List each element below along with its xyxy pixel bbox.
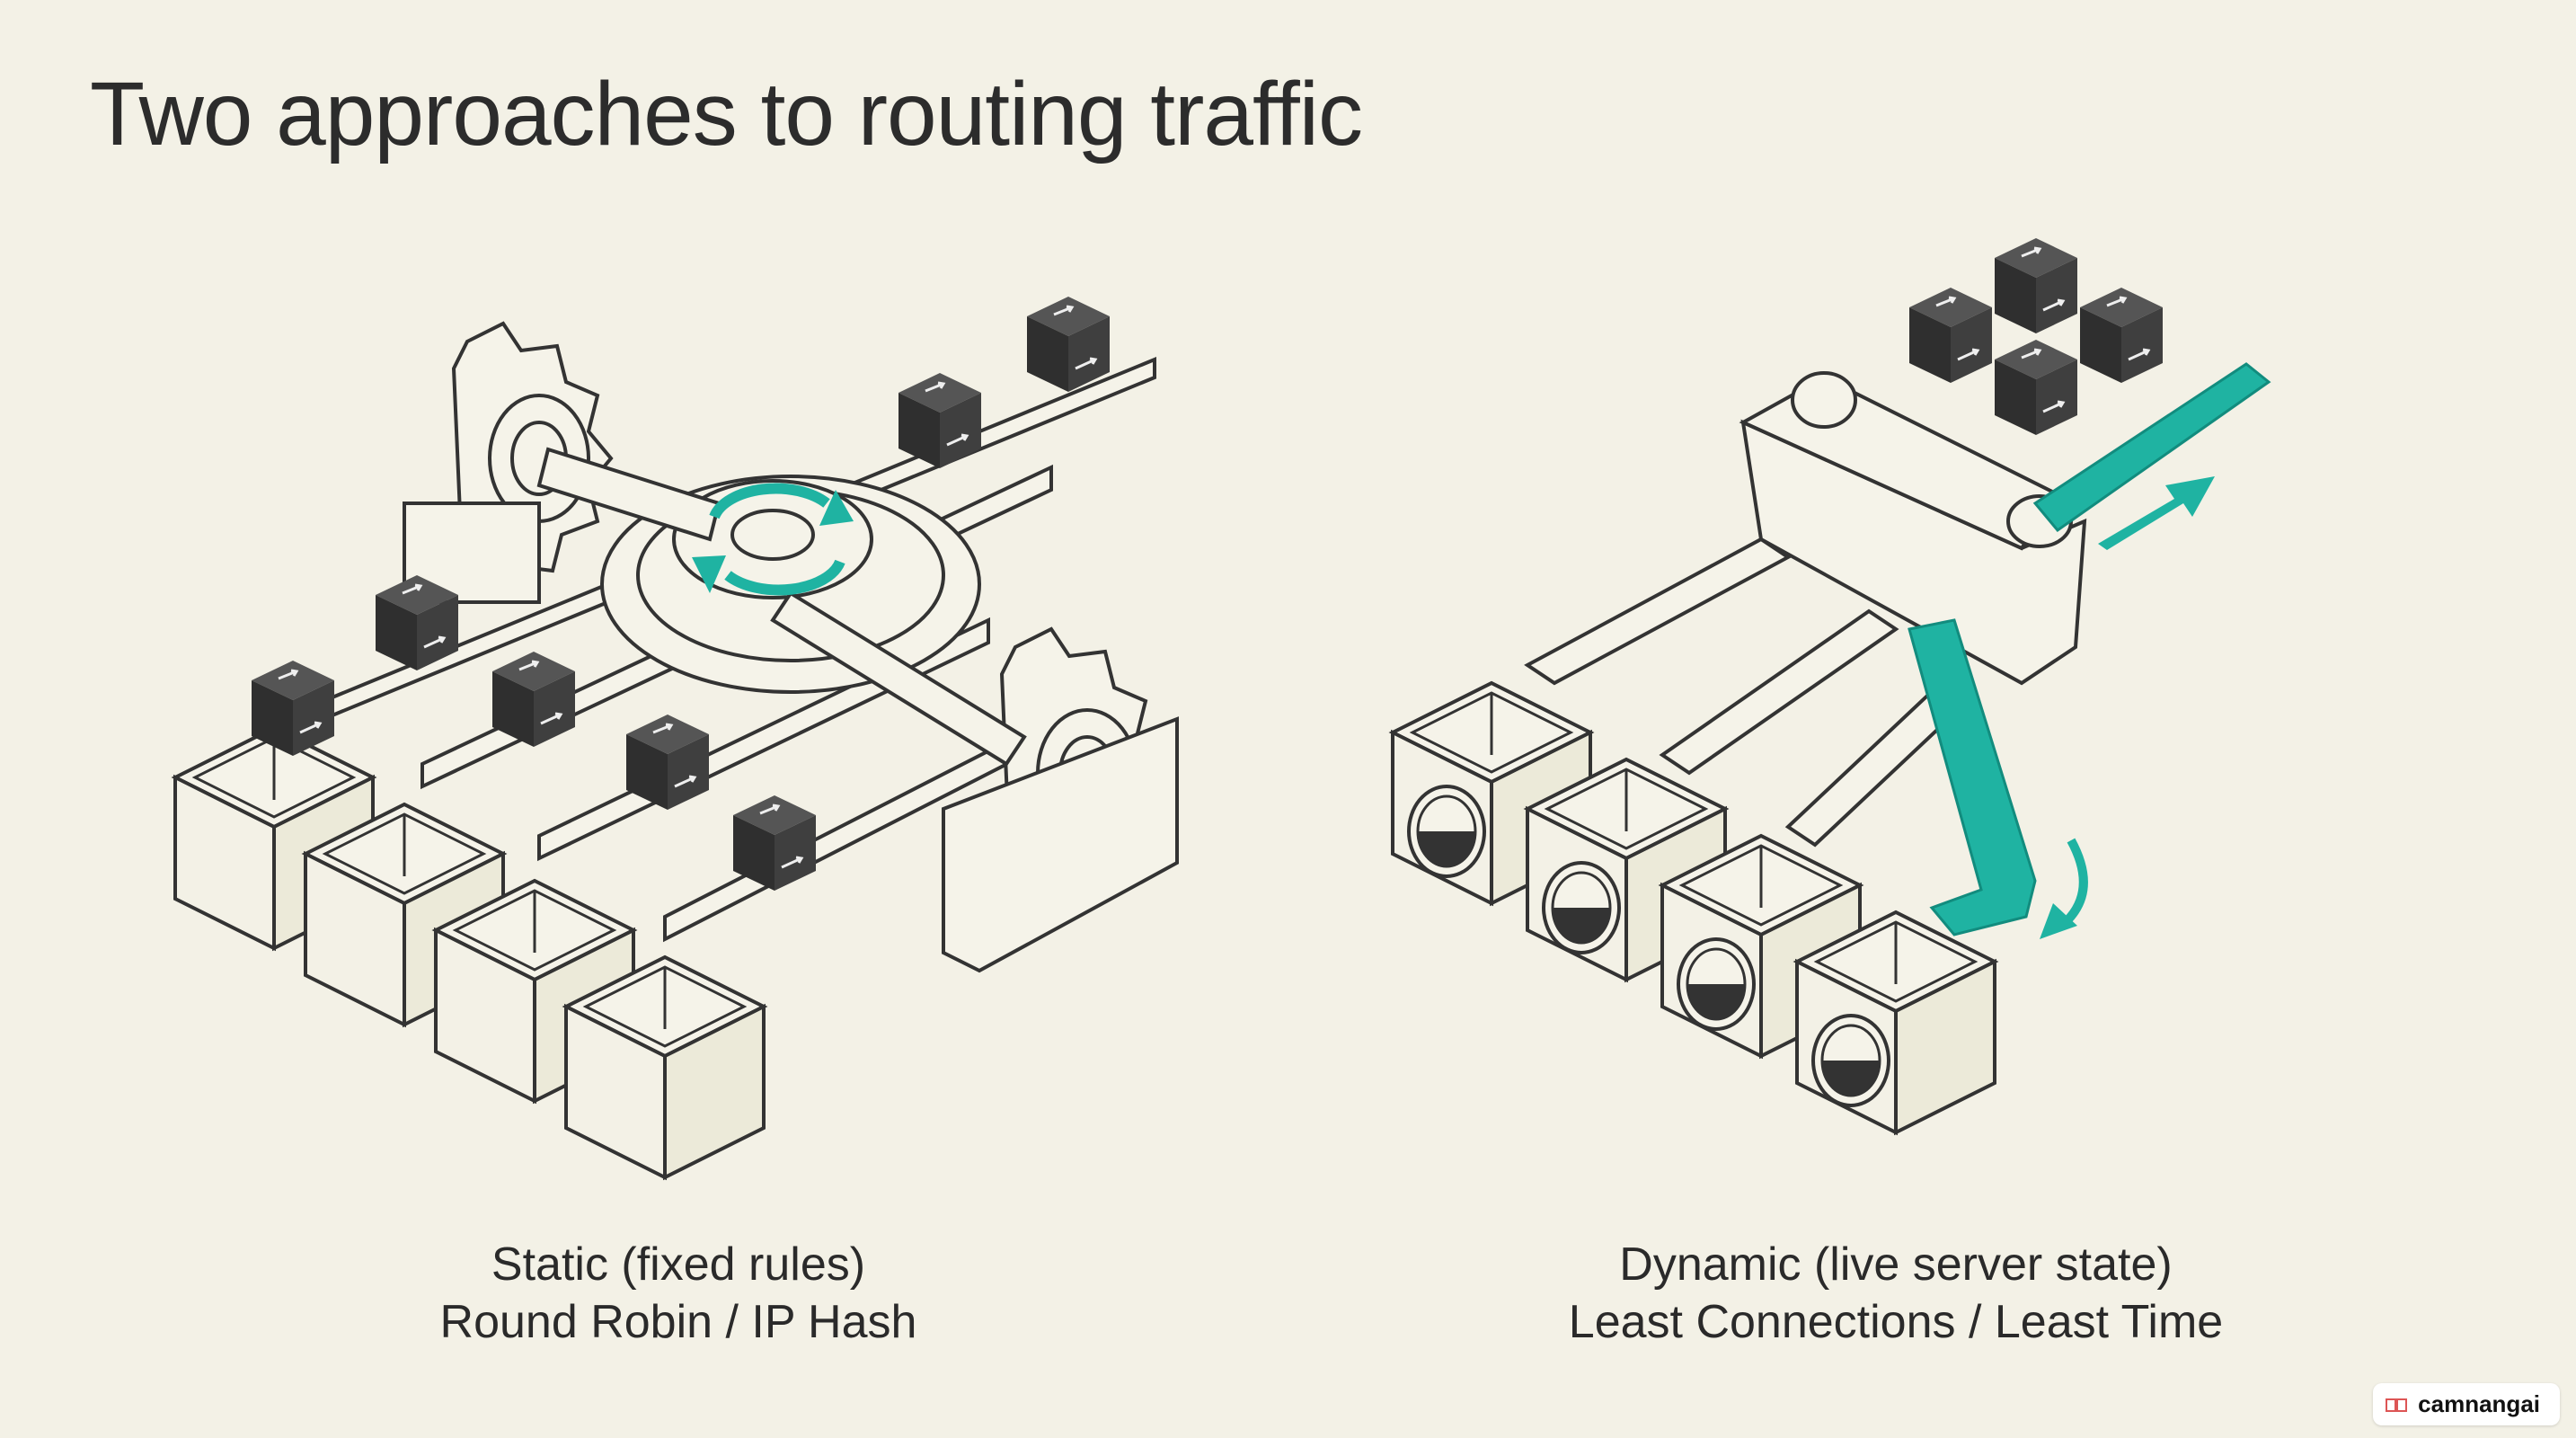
dynamic-caption: Dynamic (live server state) Least Connec… — [1483, 1236, 2309, 1351]
static-caption: Static (fixed rules) Round Robin / IP Ha… — [341, 1236, 1015, 1351]
dynamic-caption-methods: Least Connections / Least Time — [1568, 1296, 2224, 1348]
badge-label: camnangai — [2418, 1390, 2540, 1417]
arrow-down-icon — [2040, 838, 2088, 939]
dynamic-caption-title: Dynamic (live server state) — [1619, 1238, 2173, 1291]
static-router-machine — [173, 321, 1179, 1179]
gear-icon — [403, 321, 614, 604]
gear-icon — [942, 626, 1179, 973]
book-icon — [2386, 1398, 2408, 1412]
active-route-belt — [1908, 362, 2271, 936]
source-badge[interactable]: camnangai — [2373, 1383, 2560, 1425]
static-caption-methods: Round Robin / IP Hash — [439, 1296, 917, 1348]
static-caption-title: Static (fixed rules) — [491, 1238, 866, 1291]
page-title: Two approaches to routing traffic — [90, 64, 1363, 164]
arrow-up-right-icon — [2098, 476, 2215, 550]
rotate-icon — [692, 483, 854, 596]
package-icons — [1908, 236, 2164, 437]
